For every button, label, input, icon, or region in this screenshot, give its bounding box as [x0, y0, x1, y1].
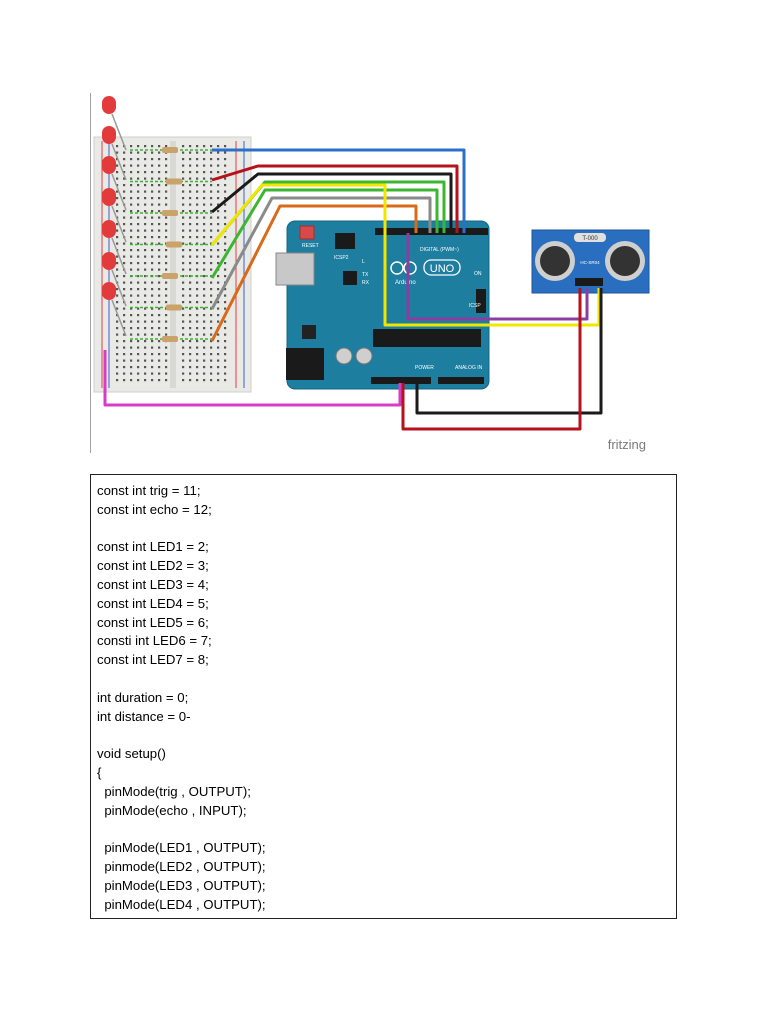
code-line: { — [97, 764, 102, 780]
led-column — [102, 96, 127, 337]
breadboard-center-channel — [170, 141, 176, 388]
wire-orange-led7 — [210, 204, 418, 342]
on-label: ON — [474, 271, 482, 277]
wire-purple-echo — [406, 233, 589, 321]
red-led — [102, 252, 127, 307]
sensor-pin-header — [575, 278, 603, 286]
ultrasonic-sensor: T-000 HC-SR04 — [531, 229, 650, 294]
reset-button — [299, 225, 315, 240]
power-jack — [286, 348, 324, 380]
icsp2-label: ICSP2 — [334, 255, 349, 261]
uno-label: UNO — [430, 263, 455, 275]
microcontroller-chip — [373, 329, 481, 347]
wire-black-led3 — [211, 172, 453, 233]
analog-header — [438, 377, 484, 384]
wire-gray-led6 — [210, 196, 432, 310]
fritzing-watermark: fritzing — [608, 437, 646, 452]
sensor-transmitter — [540, 246, 570, 276]
breadboard-holes — [116, 145, 227, 382]
circuit-diagram: RESET ICSP2 ICSP TX RX L ON DIGITAL (PWM… — [90, 93, 650, 453]
code-line: pinMode(LED4 , OUTPUT); — [97, 896, 266, 912]
power-header — [371, 377, 431, 384]
code-line: const int LED4 = 5; — [97, 595, 209, 611]
red-led — [102, 188, 127, 243]
code-line: int distance = 0- — [97, 708, 191, 724]
code-line — [97, 820, 266, 839]
code-line: pinmode(LED2 , OUTPUT); — [97, 858, 266, 874]
code-line — [97, 520, 266, 539]
code-line — [97, 670, 266, 689]
power-label: POWER — [415, 365, 434, 371]
usb-chip — [343, 271, 357, 285]
code-line: const int LED3 = 4; — [97, 576, 209, 592]
resistor — [130, 210, 212, 216]
resistor — [130, 147, 212, 153]
red-led — [102, 126, 127, 181]
red-led — [102, 156, 127, 211]
code-listing: const int trig = 11; const int echo = 12;… — [97, 482, 266, 914]
code-line: pinMode(echo , INPUT); — [97, 802, 247, 818]
arduino-label: Arduino — [395, 280, 416, 286]
reset-label: RESET — [302, 243, 319, 249]
code-line: const int trig = 11; — [97, 483, 201, 498]
icsp-header — [476, 289, 486, 313]
code-line: void setup() — [97, 746, 166, 762]
analog-label: ANALOG IN — [455, 365, 483, 371]
resistor-column — [130, 147, 212, 342]
sensor-model-label: HC-SR04 — [580, 260, 600, 265]
sensor-crystal-label: T-000 — [582, 236, 598, 242]
code-line — [97, 726, 266, 745]
red-led — [102, 220, 127, 275]
wire-red-sensor-vcc — [401, 288, 582, 431]
wire-magenta-gnd — [103, 350, 402, 407]
wire-red-led2 — [211, 164, 459, 233]
wire-black-sensor-gnd — [415, 288, 603, 415]
code-line: consti int LED6 = 7; — [97, 633, 212, 649]
resistor — [130, 273, 212, 279]
icsp2-header — [335, 233, 355, 249]
code-line: const int echo = 12; — [97, 501, 212, 517]
uno-badge — [423, 259, 461, 276]
resistor — [130, 304, 212, 311]
arduino-logo — [390, 261, 417, 275]
wire-yellow-trig — [210, 183, 601, 327]
l-label: L — [362, 259, 365, 265]
code-line: pinMode(LED3 , OUTPUT); — [97, 877, 266, 893]
wire-blue-led1 — [212, 148, 466, 233]
code-listing-box: const int trig = 11; const int echo = 12;… — [90, 474, 677, 919]
tx-label: TX — [362, 272, 369, 278]
wire-green-led5 — [210, 188, 439, 279]
code-line: pinMode(LED1 , OUTPUT); — [97, 840, 266, 856]
arduino-uno-board: RESET ICSP2 ICSP TX RX L ON DIGITAL (PWM… — [275, 220, 490, 390]
capacitor-2 — [355, 347, 373, 365]
resistor — [130, 241, 212, 248]
icsp-label: ICSP — [469, 303, 481, 309]
red-led — [102, 96, 127, 151]
digital-label: DIGITAL (PWM~) — [420, 247, 459, 253]
code-line: const int LED1 = 2; — [97, 539, 209, 555]
code-line: pinMode(trig , OUTPUT); — [97, 783, 251, 799]
resistor — [130, 336, 212, 342]
sensor-receiver — [610, 246, 640, 276]
usb-connector — [275, 252, 315, 286]
wires — [103, 148, 603, 431]
red-led — [102, 282, 127, 337]
code-line: const int LED5 = 6; — [97, 614, 209, 630]
rx-label: RX — [362, 280, 370, 286]
code-line: const int LED2 = 3; — [97, 558, 209, 574]
logo-loop-right — [403, 261, 417, 275]
logo-loop-left — [390, 261, 404, 275]
code-line: int duration = 0; — [97, 689, 189, 705]
code-line: const int LED7 = 8; — [97, 652, 209, 668]
resistor — [130, 178, 212, 185]
sensor-crystal — [574, 233, 606, 242]
capacitor-1 — [335, 347, 353, 365]
circuit-svg: RESET ICSP2 ICSP TX RX L ON DIGITAL (PWM… — [90, 93, 650, 453]
regulator — [302, 325, 316, 339]
